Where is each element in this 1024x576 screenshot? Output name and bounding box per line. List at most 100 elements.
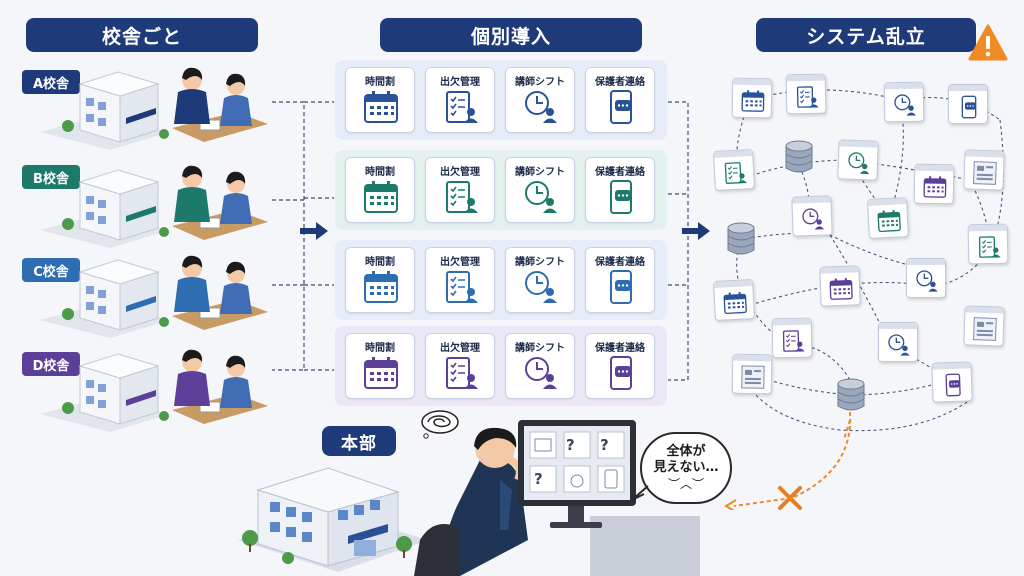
window-titlebar	[949, 85, 987, 91]
calendar-icon	[723, 291, 747, 315]
system-app-window	[785, 73, 827, 115]
document-window-icon	[741, 365, 765, 389]
system-app-window	[819, 265, 861, 307]
system-app-window	[837, 139, 879, 181]
monitor-question-mark: ?	[566, 436, 575, 454]
system-app-window	[712, 278, 756, 322]
arrow-right-icon	[682, 222, 710, 240]
header-chaos: システム乱立	[756, 18, 976, 52]
row-connector-lines	[668, 101, 689, 381]
phone-chat-icon	[945, 373, 961, 397]
window-titlebar	[915, 164, 954, 172]
system-app-window	[883, 81, 925, 123]
app-card: 時間割	[345, 157, 415, 223]
system-app-window	[866, 196, 910, 240]
window-titlebar	[884, 82, 923, 90]
window-titlebar	[792, 196, 831, 204]
calendar-icon	[364, 91, 398, 123]
campus-scene	[40, 250, 270, 338]
app-card: 講師シフト	[505, 333, 575, 399]
calendar-icon	[829, 278, 853, 300]
campus-scene	[40, 160, 270, 248]
calendar-icon	[923, 176, 947, 198]
window-titlebar	[772, 318, 811, 326]
campus-label: A校舎	[22, 70, 80, 94]
campus-scene	[40, 62, 270, 150]
app-card: 時間割	[345, 247, 415, 313]
window-titlebar	[879, 323, 917, 329]
confused-thought-icon	[421, 410, 459, 439]
monitor-question-mark: ?	[534, 470, 543, 488]
thought-line-2: 見えない…	[653, 460, 719, 475]
clock-person-icon	[525, 357, 557, 389]
app-card-label: 時間割	[365, 257, 395, 268]
app-card: 保護者連絡	[585, 247, 655, 313]
document-window-icon	[973, 317, 997, 341]
campus-connector-lines	[272, 101, 334, 371]
window-titlebar	[965, 306, 1004, 314]
app-card-label: 講師シフト	[515, 257, 565, 268]
attendance-clipboard-icon	[796, 86, 819, 108]
header-individual-label: 個別導入	[470, 25, 551, 48]
app-card-label: 講師シフト	[515, 343, 565, 354]
app-row: 時間割出欠管理講師シフト 保護者連絡	[335, 60, 667, 140]
app-row: 時間割出欠管理講師シフト保護者連絡	[335, 326, 667, 406]
window-titlebar	[820, 266, 859, 274]
window-titlebar	[733, 78, 772, 86]
campus-label: D校舎	[22, 352, 80, 376]
app-card-label: 時間割	[365, 167, 395, 178]
header-chaos-label: システム乱立	[806, 25, 926, 48]
window-titlebar	[932, 362, 971, 370]
system-app-window	[878, 322, 918, 362]
window-titlebar	[786, 74, 825, 82]
app-card: 出欠管理	[425, 333, 495, 399]
document-window-icon	[973, 161, 997, 185]
app-card: 講師シフト	[505, 67, 575, 133]
calendar-icon	[741, 90, 765, 112]
app-card-label: 出欠管理	[440, 343, 480, 354]
app-card: 出欠管理	[425, 247, 495, 313]
bubble-tail	[631, 485, 649, 501]
calendar-icon	[364, 181, 398, 213]
system-app-window	[967, 223, 1009, 265]
thought-bubble: 全体が 見えない… ︶︿︶	[640, 432, 732, 504]
header-per-campus-label: 校舎ごと	[101, 25, 182, 48]
hq-building-illustration	[238, 467, 428, 572]
monitor-illustration	[518, 420, 636, 528]
monitor-question-mark: ?	[600, 436, 609, 454]
app-card: 出欠管理	[425, 157, 495, 223]
calendar-icon	[364, 271, 398, 303]
clock-person-icon	[525, 91, 557, 123]
attendance-clipboard-icon	[724, 162, 748, 185]
app-row: 時間割 出欠管理 講師シフト 保護者連絡	[335, 150, 667, 230]
header-per-campus: 校舎ごと	[26, 18, 258, 52]
app-card: 時間割	[345, 67, 415, 133]
warning-icon	[968, 24, 1008, 61]
database-icon	[727, 222, 755, 255]
window-titlebar	[968, 224, 1007, 232]
system-app-window	[948, 84, 988, 124]
attendance-clipboard-icon	[446, 91, 478, 123]
app-card-label: 保護者連絡	[595, 167, 645, 178]
campus-scene	[40, 344, 270, 432]
app-card-label: 出欠管理	[440, 167, 480, 178]
dashed-return-arrow	[724, 411, 852, 510]
clock-person-icon	[848, 152, 870, 175]
campus-label: C校舎	[22, 258, 80, 282]
clock-person-icon	[525, 271, 557, 303]
attendance-clipboard-icon	[978, 236, 1001, 258]
window-titlebar	[839, 140, 878, 148]
arrow-right-icon	[300, 222, 328, 240]
database-icon	[785, 140, 813, 173]
phone-chat-icon	[610, 90, 632, 124]
app-card: 出欠管理	[425, 67, 495, 133]
app-card-label: 講師シフト	[515, 167, 565, 178]
attendance-clipboard-icon	[446, 271, 478, 303]
attendance-clipboard-icon	[782, 330, 805, 352]
clock-person-icon	[802, 208, 825, 230]
window-titlebar	[868, 198, 907, 207]
clock-person-icon	[916, 270, 938, 292]
header-individual: 個別導入	[380, 18, 642, 52]
app-card-label: 保護者連絡	[595, 77, 645, 88]
phone-chat-icon	[610, 180, 632, 214]
